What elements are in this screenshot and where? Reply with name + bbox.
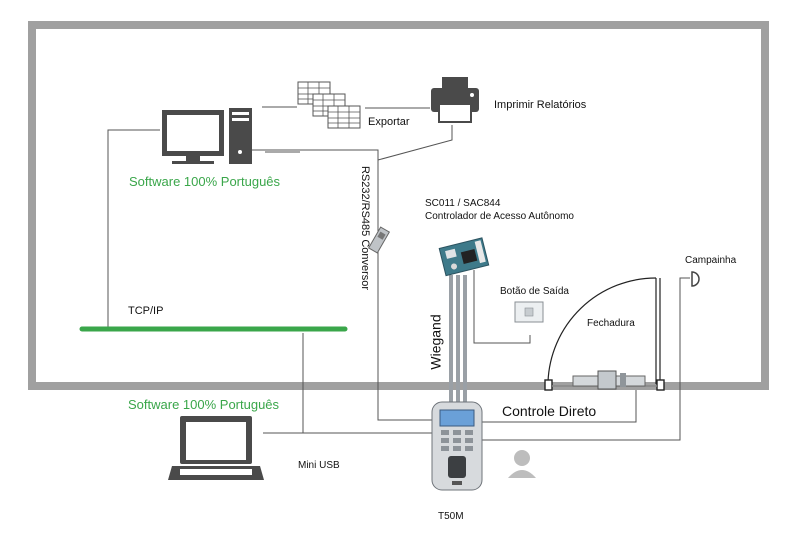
building-frame: [28, 21, 769, 390]
bell-icon: [691, 271, 700, 287]
direct-control-label: Controle Direto: [502, 403, 597, 419]
laptop-icon: [168, 416, 264, 480]
controller-desc-label: Controlador de Acesso Autônomo: [425, 211, 574, 222]
exit-button-icon: [514, 301, 544, 323]
tcp-ip-label: TCP/IP: [128, 305, 164, 317]
rs-converter-icon: [367, 226, 391, 254]
lock-label: Fechadura: [587, 318, 635, 329]
software-label-top: Software 100% Português: [129, 174, 281, 189]
wiegand-label: Wiegand: [427, 314, 444, 370]
door-swing: [547, 277, 661, 390]
t50m-device-icon: [431, 401, 483, 491]
mini-usb-label: Mini USB: [298, 460, 340, 471]
rs-converter-label: RS232/RS485 Conversor: [359, 165, 372, 291]
wiegand-cables: [449, 275, 467, 403]
exit-button-label: Botão de Saída: [500, 286, 569, 297]
user-icon: [508, 450, 536, 478]
printer-icon: [431, 77, 479, 123]
print-reports-label: Imprimir Relatórios: [494, 99, 587, 111]
desktop-computer-icon: [162, 108, 252, 164]
lock-icon: [572, 370, 646, 390]
spreadsheet-export-icon: [297, 81, 361, 129]
controller-board-icon: [438, 237, 490, 277]
t50m-label: T50M: [438, 511, 464, 522]
bell-label: Campainha: [685, 255, 737, 266]
export-label: Exportar: [368, 116, 410, 128]
software-label-bottom: Software 100% Português: [128, 397, 280, 412]
controller-model-label: SC011 / SAC844: [425, 198, 501, 209]
connection-lines: [107, 106, 690, 441]
